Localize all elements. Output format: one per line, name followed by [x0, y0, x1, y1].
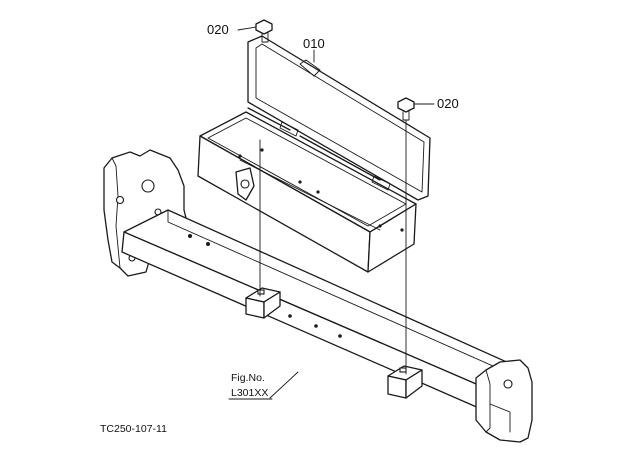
tool-box: [197, 35, 431, 273]
drawing-code: TC250-107-11: [100, 423, 167, 435]
figure-reference-line1: Fig.No.: [231, 372, 265, 384]
leader-lines: [237, 26, 435, 399]
figure-reference-line2: L301XX: [231, 387, 268, 399]
box-bracket-left: [245, 287, 281, 319]
bolt-020-top: [255, 19, 273, 43]
callout-020-right: 020: [437, 96, 459, 111]
figure-reference: Fig.No. L301XX: [228, 372, 273, 400]
box-bracket-right: [387, 365, 423, 399]
right-mounting-plate: [475, 359, 533, 443]
bolt-020-right: [397, 97, 415, 121]
assembly-axis-lines: [259, 119, 407, 375]
callout-010: 010: [303, 36, 325, 51]
callout-020-top: 020: [207, 22, 229, 37]
